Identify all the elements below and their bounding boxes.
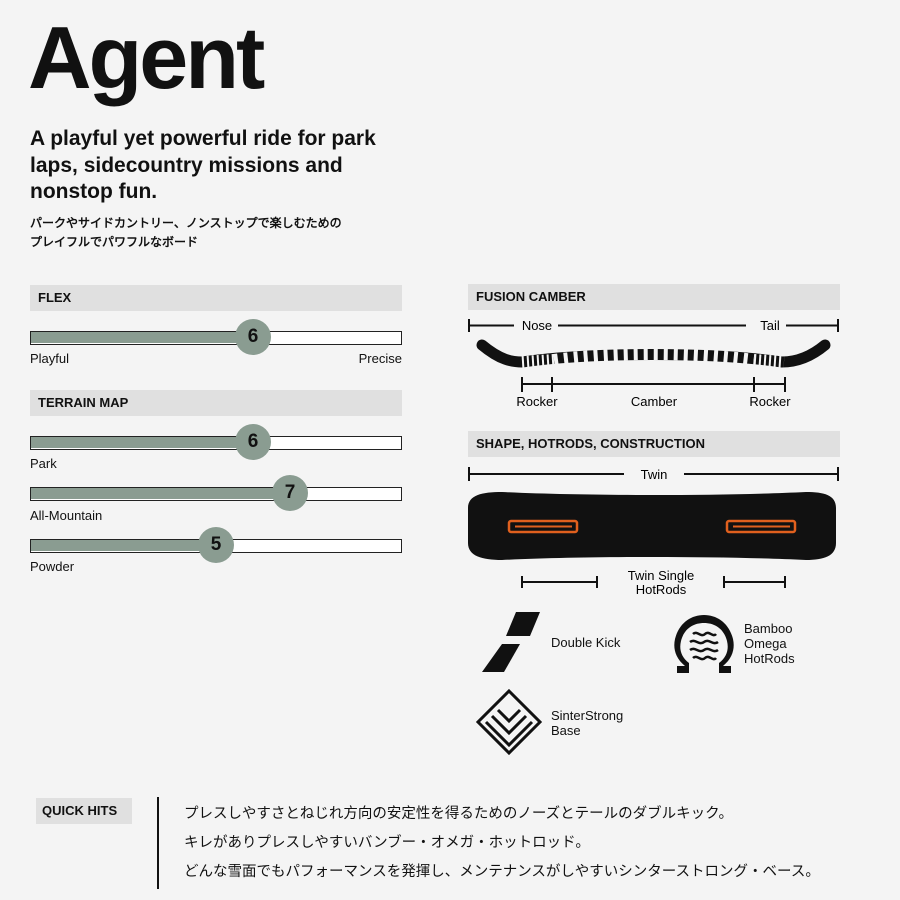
terrain-park-label: Park <box>30 456 57 471</box>
terrain-park-meter-fill <box>31 437 253 448</box>
camber-zone-rocker-left: Rocker <box>516 394 558 409</box>
hotrods-label-line2: HotRods <box>636 582 687 597</box>
quick-hits-line: プレスしやすさとねじれ方向の安定性を得るためのノーズとテールのダブルキック。 <box>184 806 733 822</box>
feature-label-line: Base <box>551 723 581 738</box>
flex-meter-fill <box>31 332 253 343</box>
terrain-all-mountain-label: All-Mountain <box>30 508 103 523</box>
product-tagline: A playful yet powerful ride for park lap… <box>30 127 376 203</box>
hotrod-left <box>507 519 579 534</box>
feature-label-line: Bamboo <box>744 621 793 636</box>
terrain-powder-value-knob: 5 <box>198 527 234 563</box>
product-title: Agent <box>28 8 265 107</box>
terrain-all-mountain-value-knob: 7 <box>272 475 308 511</box>
shape-twin-label: Twin <box>641 467 668 482</box>
hotrods-label-line1: Twin Single <box>628 568 694 583</box>
tagline-jp-line: パークやサイドカントリー、ノンストップで楽しむための <box>30 216 342 230</box>
feature-bamboo-omega-label: Bamboo Omega HotRods <box>744 621 795 666</box>
camber-nose-label: Nose <box>522 318 552 333</box>
quick-hits-list: プレスしやすさとねじれ方向の安定性を得るためのノーズとテールのダブルキック。 キ… <box>184 800 820 887</box>
terrain-park-value-knob: 6 <box>235 424 271 460</box>
camber-hatch-right <box>753 354 785 368</box>
terrain-powder-meter-fill <box>31 540 216 551</box>
camber-tail-label: Tail <box>760 318 780 333</box>
board-shape-diagram: Twin Twin Single HotRods <box>468 467 839 597</box>
feature-label-line: HotRods <box>744 651 795 666</box>
feature-sinterstrong-label: SinterStrong Base <box>551 708 623 738</box>
terrain-all-mountain-meter-fill <box>31 488 290 499</box>
flex-left-label: Playful <box>30 351 70 366</box>
terrain-all-mountain-meter: 7 <box>30 475 402 511</box>
sinterstrong-base-icon <box>476 689 542 755</box>
terrain-powder-label: Powder <box>30 559 75 574</box>
flex-meter: 6 <box>30 319 402 355</box>
camber-hatch-left <box>521 354 555 368</box>
quick-hits-divider <box>157 797 159 889</box>
flex-right-label: Precise <box>358 351 402 366</box>
tagline-jp-line: プレイフルでパワフルなボード <box>30 235 199 249</box>
camber-zone-rocker-right: Rocker <box>749 394 791 409</box>
quick-hits-line: キレがありプレスしやすいバンブー・オメガ・ホットロッド。 <box>184 835 590 851</box>
shape-heading: SHAPE, HOTRODS, CONSTRUCTION <box>468 431 840 457</box>
product-tagline-jp: パークやサイドカントリー、ノンストップで楽しむための プレイフルでパワフルなボー… <box>30 214 450 252</box>
camber-dashes <box>553 348 755 366</box>
flex-value-knob: 6 <box>235 319 271 355</box>
double-kick-icon <box>482 612 540 672</box>
board-outline <box>468 492 836 560</box>
flex-heading: FLEX <box>30 285 402 311</box>
camber-heading: FUSION CAMBER <box>468 284 840 310</box>
terrain-park-meter: 6 <box>30 424 402 460</box>
quick-hits-line: どんな雪面でもパフォーマンスを発揮し、メンテナンスがしやすいシンターストロング・… <box>184 864 820 880</box>
bamboo-omega-icon <box>674 615 734 673</box>
feature-label-line: Omega <box>744 636 787 651</box>
feature-label-line: SinterStrong <box>551 708 624 723</box>
terrain-powder-meter: 5 <box>30 527 402 563</box>
camber-zone-camber: Camber <box>631 394 678 409</box>
hotrod-right <box>725 519 797 534</box>
feature-double-kick-label: Double Kick <box>551 635 621 650</box>
quick-hits-heading: QUICK HITS <box>36 798 132 824</box>
camber-board-profile <box>476 339 831 368</box>
camber-profile-diagram: Nose Tail Rocker Camber Rocker <box>468 318 839 409</box>
terrain-map-heading: TERRAIN MAP <box>30 390 402 416</box>
